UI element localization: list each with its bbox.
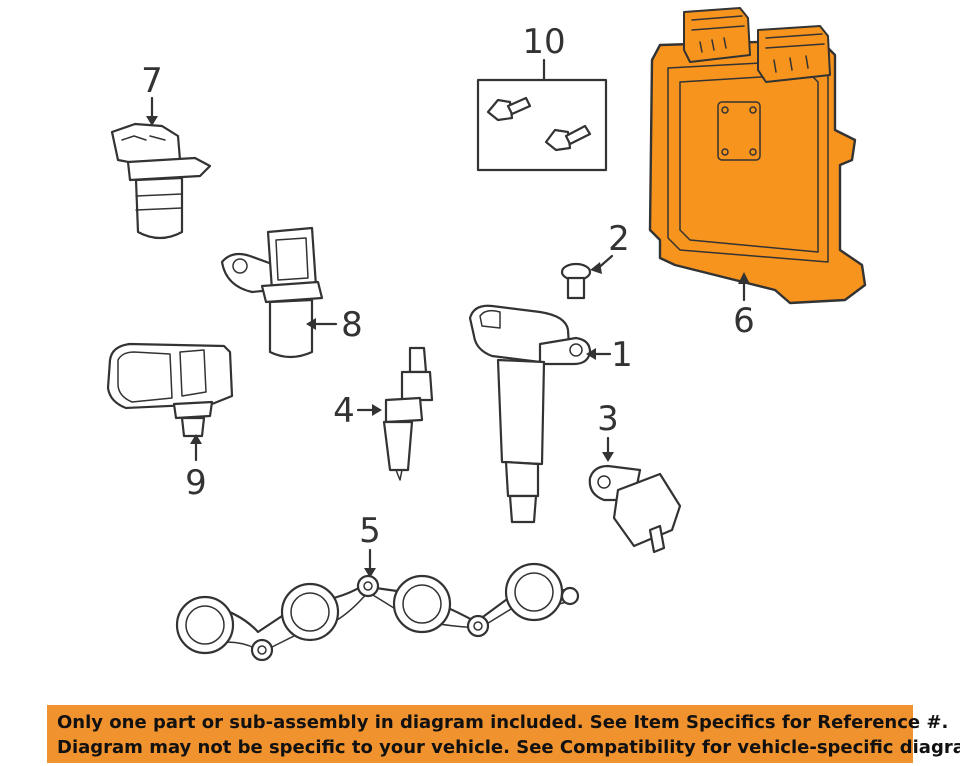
bolt-set-box	[476, 78, 608, 172]
intake-gasket[interactable]	[175, 562, 580, 662]
coil-bolt[interactable]	[560, 262, 592, 300]
callout-5: 5	[359, 511, 381, 551]
knock-sensor[interactable]	[588, 464, 682, 554]
ecm-housing	[648, 38, 867, 305]
spark-plug[interactable]	[382, 346, 434, 481]
callout-6: 6	[733, 301, 755, 341]
engine-control-module[interactable]	[648, 7, 867, 305]
disclaimer-banner: Only one part or sub-assembly in diagram…	[47, 705, 960, 763]
callout-1: 1	[611, 335, 633, 375]
callout-4: 4	[333, 391, 355, 431]
callout-10: 10	[522, 22, 565, 62]
disclaimer-line-2: Diagram may not be specific to your vehi…	[57, 737, 960, 758]
ignition-coil[interactable]	[468, 304, 592, 524]
bolt[interactable]	[486, 96, 532, 122]
callout-7: 7	[141, 61, 163, 101]
callout-8: 8	[341, 305, 363, 345]
parts-diagram: 6 10 7 8 9 2	[106, 7, 867, 662]
callout-3: 3	[597, 399, 619, 439]
callout-2: 2	[608, 219, 630, 259]
bolt[interactable]	[544, 124, 592, 152]
camshaft-position-sensor[interactable]	[110, 122, 212, 240]
map-sensor[interactable]	[106, 342, 234, 438]
crankshaft-position-sensor[interactable]	[220, 226, 324, 359]
callout-9: 9	[185, 463, 207, 503]
disclaimer-line-1: Only one part or sub-assembly in diagram…	[57, 712, 949, 733]
